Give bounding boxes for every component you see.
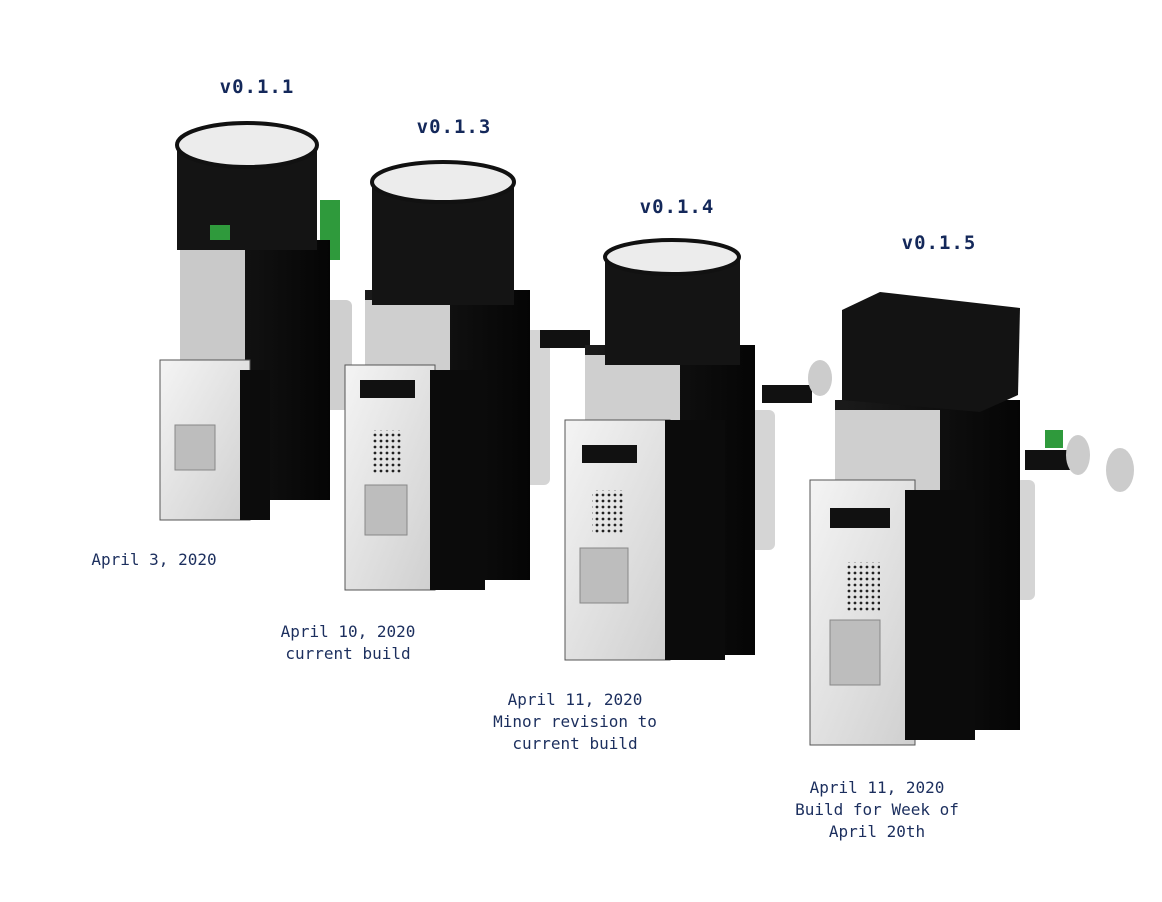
caption-v011: April 3, 2020 xyxy=(91,550,217,569)
version-label-v013: v0.1.3 xyxy=(416,116,492,138)
device-v015 xyxy=(809,292,1134,746)
device-v013 xyxy=(344,160,590,591)
caption-v015: April 11, 2020 Build for Week of April 2… xyxy=(795,778,959,841)
version-label-v011: v0.1.1 xyxy=(219,76,295,98)
caption-v013: April 10, 2020 current build xyxy=(280,622,416,663)
version-label-v015: v0.1.5 xyxy=(901,232,977,254)
device-v011 xyxy=(159,121,352,521)
version-label-v014: v0.1.4 xyxy=(639,196,715,218)
caption-v014: April 11, 2020 Minor revision to current… xyxy=(493,690,657,753)
device-v014 xyxy=(564,238,832,661)
